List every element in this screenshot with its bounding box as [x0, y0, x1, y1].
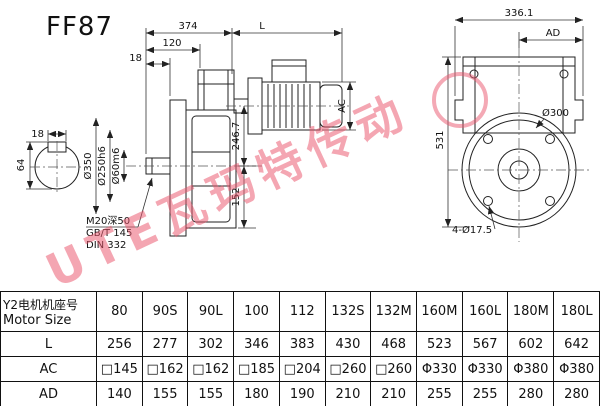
dimension-table: Y2电机机座号 Motor Size 80 90S 90L 100 112 13…: [0, 291, 600, 406]
table-cell: □260: [324, 356, 372, 382]
column-header: 160L: [461, 291, 509, 332]
table-cell: 255: [461, 381, 509, 406]
column-header: 132S: [324, 291, 372, 332]
shaft-section-detail: [30, 141, 84, 193]
table-row-AD: AD 140 155 155 180 190 210 210 255 255 2…: [0, 381, 600, 406]
front-view-dimensions: 336.1 AD 531 Ø300 4-Ø17.5: [435, 8, 584, 236]
column-header: 180L: [553, 291, 600, 332]
key-width-label: 18: [31, 129, 44, 140]
shaft-end-notes: M20深50 GB/T 145 DIN 332: [86, 177, 153, 251]
standard-note-gb: GB/T 145: [86, 228, 132, 239]
table-cell: Φ380: [507, 356, 555, 382]
table-cell: □145: [96, 356, 143, 382]
column-header: 112: [278, 291, 326, 332]
motor-size-header-en: Motor Size: [3, 312, 72, 328]
table-cell: 280: [553, 381, 600, 406]
table-cell: Φ330: [416, 356, 463, 382]
row-label: AD: [0, 381, 97, 406]
dim-531-label: 531: [435, 130, 446, 149]
table-cell: 277: [141, 331, 189, 357]
table-cell: 302: [187, 331, 235, 357]
table-cell: 256: [96, 331, 143, 357]
dia-60-label: Ø60m6: [110, 148, 122, 185]
dim-246-label: 246.7: [231, 122, 242, 151]
dim-120-label: 120: [162, 38, 181, 49]
column-header: 180M: [507, 291, 555, 332]
key-height-label: 64: [16, 159, 27, 172]
dim-18-label: 18: [129, 53, 142, 64]
column-header: 90S: [141, 291, 189, 332]
table-cell: 383: [278, 331, 326, 357]
drawing-title: FF87: [46, 12, 113, 42]
dim-336-label: 336.1: [505, 8, 534, 19]
column-header: 80: [96, 291, 143, 332]
technical-drawing: 374 L 120 18 246.7 152 AC Ø350 Ø250h6 Ø6…: [16, 8, 590, 251]
table-cell: 210: [370, 381, 418, 406]
table-cell: 190: [278, 381, 326, 406]
table-cell: □185: [233, 356, 280, 382]
dim-L-label: L: [259, 21, 265, 32]
table-cell: Φ380: [553, 356, 600, 382]
table-cell: □162: [187, 356, 235, 382]
column-header: 90L: [187, 291, 235, 332]
column-header: 132M: [370, 291, 418, 332]
dim-374-label: 374: [178, 21, 197, 32]
table-row-AC: AC □145 □162 □162 □185 □204 □260 □260 Φ3…: [0, 356, 600, 382]
dia-300-label: Ø300: [542, 107, 569, 119]
side-view-linework: [126, 59, 352, 237]
table-cell: 602: [507, 331, 555, 357]
table-cell: 567: [461, 331, 509, 357]
table-cell: □204: [278, 356, 326, 382]
dia-350-label: Ø350: [82, 153, 94, 180]
table-cell: 523: [416, 331, 463, 357]
table-cell: 140: [96, 381, 143, 406]
table-row-L: L 256 277 302 346 383 430 468 523 567 60…: [0, 331, 600, 357]
column-header: 160M: [416, 291, 463, 332]
column-header: 100: [233, 291, 280, 332]
table-cell: 255: [416, 381, 463, 406]
table-cell: □260: [370, 356, 418, 382]
motor-size-header-cn: Y2电机机座号: [3, 297, 78, 312]
table-cell: 468: [370, 331, 418, 357]
table-cell: Φ330: [461, 356, 509, 382]
table-cell: 210: [324, 381, 372, 406]
dim-AD-label: AD: [546, 28, 561, 39]
flange-bolt-holes: [483, 134, 555, 206]
table-cell: 430: [324, 331, 372, 357]
table-cell: 346: [233, 331, 280, 357]
table-cell: 180: [233, 381, 280, 406]
row-label: L: [0, 331, 97, 357]
thread-note: M20深50: [86, 215, 130, 227]
table-cell: □162: [141, 356, 189, 382]
row-label: AC: [0, 356, 97, 382]
holes-note-label: 4-Ø17.5: [452, 224, 492, 236]
standard-note-din: DIN 332: [86, 240, 126, 251]
table-cell: 280: [507, 381, 555, 406]
dim-152-label: 152: [231, 187, 242, 206]
table-header-row: Y2电机机座号 Motor Size 80 90S 90L 100 112 13…: [0, 291, 600, 332]
table-cell: 642: [553, 331, 600, 357]
table-cell: 155: [187, 381, 235, 406]
front-view-linework: [448, 48, 590, 242]
dia-250-label: Ø250h6: [96, 146, 108, 186]
table-cell: 155: [141, 381, 189, 406]
dim-AC-label: AC: [337, 99, 348, 113]
motor-size-header-cell: Y2电机机座号 Motor Size: [0, 291, 97, 332]
side-view-dimensions: 374 L 120 18 246.7 152 AC Ø350 Ø250h6 Ø6…: [16, 21, 356, 229]
